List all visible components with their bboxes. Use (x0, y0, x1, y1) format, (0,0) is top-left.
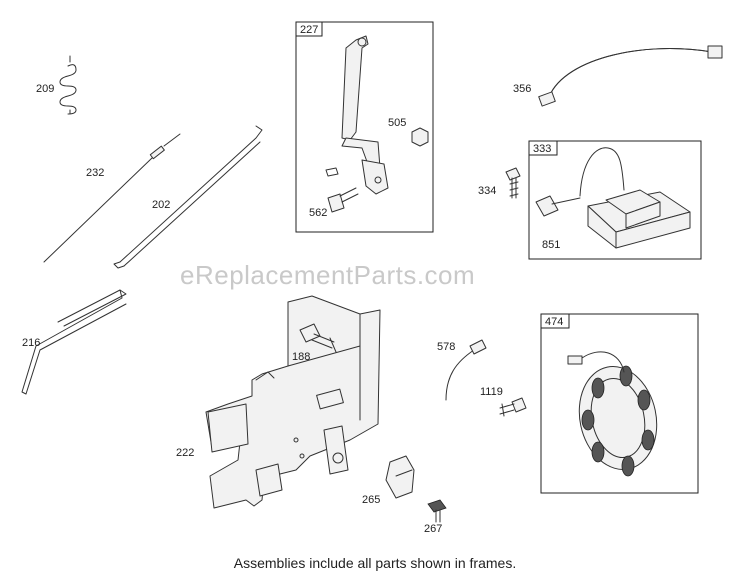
spring-part-209 (59, 55, 77, 115)
frame-333: 333 (528, 140, 702, 260)
callout-562: 562 (309, 207, 327, 219)
frame-tag-333: 333 (533, 143, 551, 155)
callout-222: 222 (176, 447, 194, 459)
callout-578: 578 (437, 341, 455, 353)
frame-tag-227: 227 (300, 24, 318, 36)
rod-part-216 (21, 289, 127, 395)
wire-part-356 (538, 45, 723, 107)
callout-851: 851 (542, 239, 560, 251)
screw-part-1119 (499, 397, 527, 417)
link-part-232 (43, 133, 181, 263)
callout-1119: 1119 (480, 386, 503, 398)
frame-227: 227 (295, 21, 434, 233)
callout-265: 265 (362, 494, 380, 506)
callout-356: 356 (513, 83, 531, 95)
callout-232: 232 (86, 167, 104, 179)
clip-part-265 (385, 455, 415, 499)
bracket-part-222 (205, 295, 381, 509)
caption-text: Assemblies include all parts shown in fr… (234, 555, 516, 571)
frame-tag-474: 474 (545, 316, 563, 328)
rod-part-202 (113, 125, 263, 269)
callout-267: 267 (424, 523, 442, 535)
callout-202: 202 (152, 199, 170, 211)
callout-505: 505 (388, 117, 406, 129)
callout-334: 334 (478, 185, 496, 197)
screw-part-267 (427, 499, 447, 523)
callout-188: 188 (292, 351, 310, 363)
callout-216: 216 (22, 337, 40, 349)
bolt-part-188 (299, 323, 337, 353)
watermark-text: eReplacementParts.com (180, 260, 475, 290)
wire-part-578 (445, 339, 487, 401)
callout-209: 209 (36, 83, 54, 95)
screw-part-334 (505, 167, 521, 199)
frame-474: 474 (540, 313, 699, 494)
